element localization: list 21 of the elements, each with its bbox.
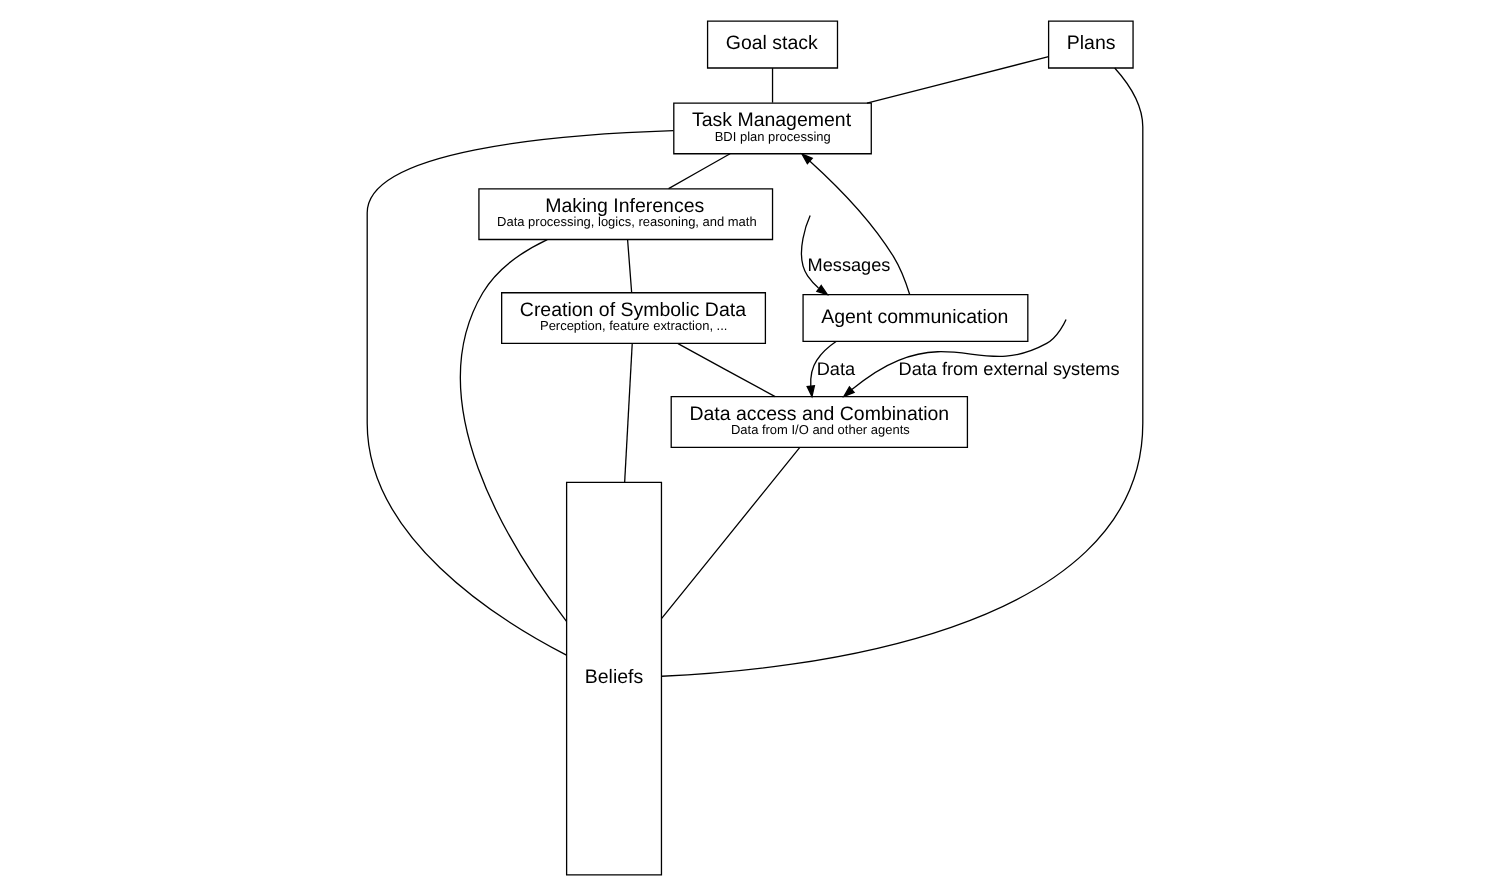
node-box: Plans — [1046, 20, 1133, 69]
node-box: Agent communication — [801, 294, 1028, 343]
connector — [660, 67, 1143, 677]
connector — [770, 67, 773, 104]
arrow — [841, 318, 1066, 398]
connector — [458, 238, 567, 622]
connector — [865, 56, 1049, 104]
connector — [365, 129, 674, 656]
connector — [660, 447, 800, 619]
arrow — [799, 152, 910, 296]
connector — [666, 153, 730, 190]
edge-label: Data from external systems — [897, 358, 1119, 379]
arrow — [799, 214, 828, 296]
node-box: Goal stack — [705, 20, 838, 69]
arrow — [805, 340, 836, 399]
node-box: Beliefs — [564, 481, 662, 876]
connector — [623, 342, 632, 483]
edge-label: Data — [815, 358, 855, 379]
connector — [676, 343, 775, 398]
edge-label: Messages — [806, 254, 890, 275]
connector — [625, 239, 632, 294]
